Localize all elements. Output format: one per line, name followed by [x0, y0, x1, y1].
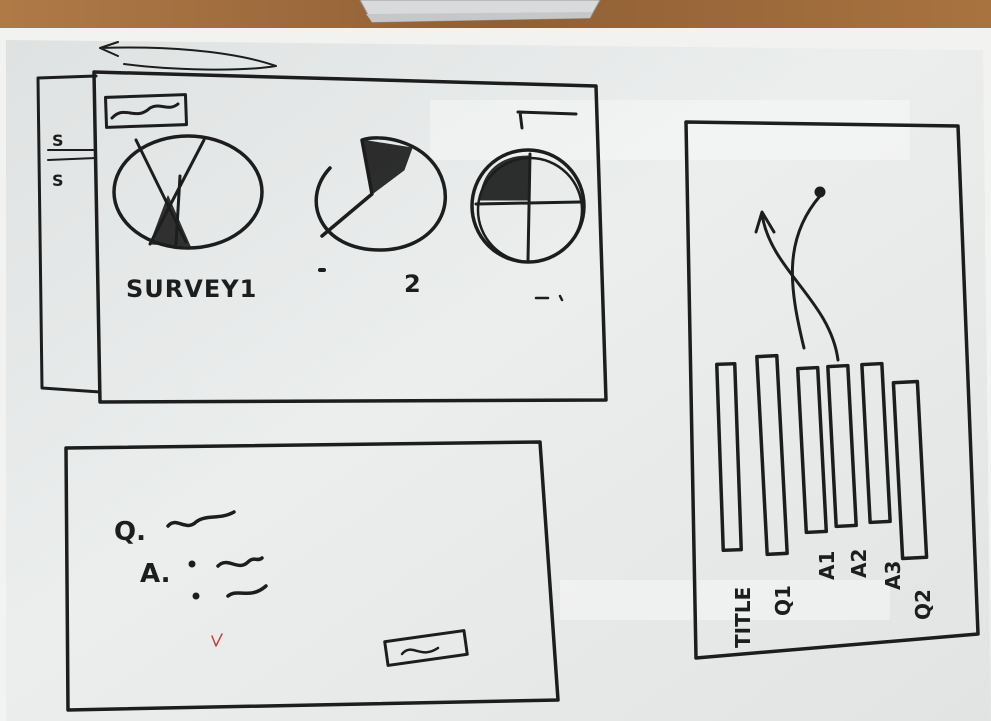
- bar-chart-label: TITLE: [731, 587, 755, 648]
- dashboard-window: [92, 70, 608, 404]
- sidebar-tab-divider: [47, 149, 97, 161]
- bar-chart-window: [684, 120, 980, 660]
- bar-chart-sketch: [684, 120, 980, 660]
- bar-chart-label: Q1: [771, 585, 795, 616]
- question-scribble: [166, 510, 236, 528]
- pie-2-label: 2: [404, 270, 421, 298]
- pie-chart-1: [112, 134, 264, 250]
- bar-chart-label: Q2: [911, 589, 935, 620]
- bar-chart-label: A3: [881, 561, 905, 590]
- bar-q2: [891, 379, 929, 561]
- sidebar-panel: [36, 74, 102, 394]
- bar-chart-label: A2: [847, 549, 871, 578]
- notebook-pages: [366, 12, 592, 22]
- nav-arrow-icon: [99, 41, 277, 71]
- bar-a2: [826, 363, 858, 529]
- bar-a3: [860, 361, 892, 525]
- arrow-head: [814, 186, 826, 198]
- next-button-scribble: [400, 646, 440, 656]
- answer-bullet: [192, 592, 200, 600]
- next-button: [383, 629, 469, 667]
- question-card-sketch: [64, 440, 560, 712]
- survey-dashboard-sketch: [36, 41, 608, 404]
- question-marker: Q.: [114, 517, 146, 547]
- survey-label: SURVEY1: [126, 275, 257, 303]
- answer-bullet: [188, 560, 196, 568]
- pie-3-dividers: [474, 152, 582, 262]
- bar-a1: [795, 365, 829, 535]
- answer-marker: A.: [140, 559, 170, 589]
- red-mark: [211, 633, 223, 647]
- sidebar-tab-label: S: [52, 171, 64, 190]
- bar-q1: [755, 353, 789, 557]
- label-mark: [534, 294, 564, 302]
- reorder-arrow-icon: [754, 210, 840, 362]
- pie-2-shaded-slice: [361, 139, 413, 195]
- glare: [430, 100, 910, 160]
- pie-chart-2: [314, 136, 448, 252]
- answer-scribble-1: [216, 556, 264, 568]
- answer-scribble-2: [226, 584, 268, 598]
- question-card-window: [64, 440, 560, 712]
- pie-3-shaded-slice: [479, 155, 529, 201]
- pie-1-shaded-slice: [149, 195, 191, 247]
- bar-title: [715, 361, 743, 553]
- logo-button: [104, 93, 188, 129]
- logo-scribble: [110, 102, 180, 120]
- glare: [560, 580, 890, 620]
- menu-dash-icon: [516, 110, 578, 130]
- sidebar-tab-label: S: [52, 131, 64, 150]
- whiteboard-surface: [6, 40, 991, 721]
- bar-chart-label: A1: [815, 551, 839, 580]
- reorder-arrow-icon: [790, 194, 822, 350]
